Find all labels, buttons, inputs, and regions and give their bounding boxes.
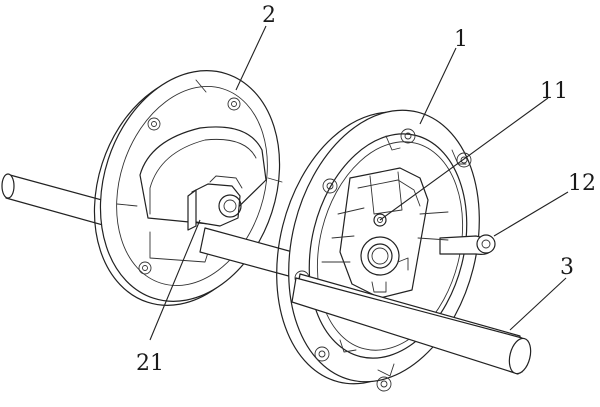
reference-labels: 2 1 11 12 3 21 [136, 3, 596, 376]
label-11: 11 [540, 79, 568, 104]
rear-plate-bolt-holes [138, 97, 241, 275]
label-12: 12 [568, 171, 596, 196]
label-21: 21 [136, 351, 164, 376]
shaft-3 [291, 273, 532, 375]
leader-lines [149, 25, 569, 341]
rear-flange-plate [93, 70, 283, 306]
bracket-21 [187, 175, 243, 231]
label-1: 1 [454, 27, 468, 52]
central-housing-11 [321, 167, 449, 299]
lug-12 [439, 234, 496, 255]
label-2: 2 [262, 3, 276, 28]
label-3: 3 [560, 255, 574, 280]
